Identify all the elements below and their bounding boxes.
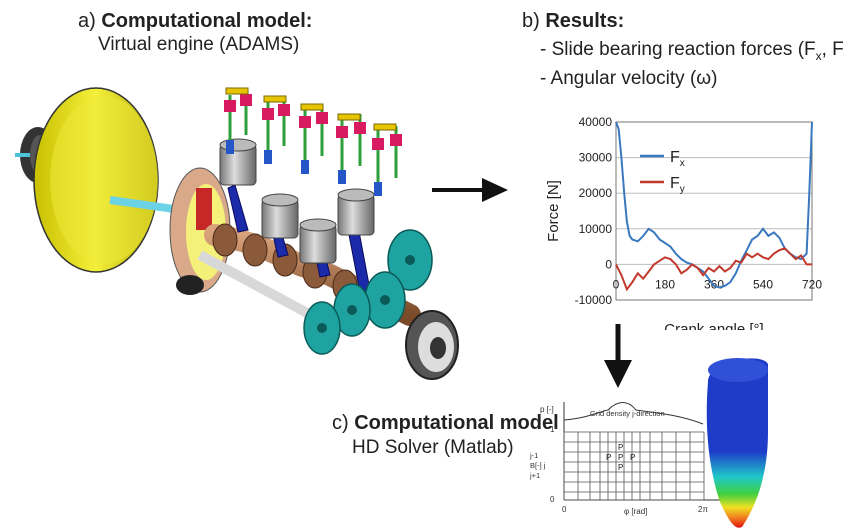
bullet-forces-sep: , F	[821, 39, 844, 60]
grid-y-top-label: p [-]	[540, 405, 554, 414]
chart-legend-label: Fy	[670, 175, 685, 195]
grid-row-label-3: j+1	[529, 471, 540, 480]
grid-density-curve	[563, 402, 704, 425]
section-b-bullet-forces: - Slide bearing reaction forces (Fx, Fy)	[540, 39, 844, 67]
grid-row-label-2: B[-] j	[530, 461, 546, 470]
grid-y-one-label: 1	[550, 425, 555, 434]
grid-mesh	[563, 431, 705, 501]
chart-legend-label: Fx	[670, 149, 685, 169]
chart-y-label: Force [N]	[545, 180, 562, 242]
chart-series-line-fx	[615, 121, 813, 289]
chart-y-tick-label: 20000	[579, 186, 613, 200]
section-a-subtitle: Virtual engine (ADAMS)	[98, 34, 300, 55]
grid-node-p4: P	[630, 453, 635, 462]
grid-y-zero-label: 0	[550, 495, 555, 504]
camshaft-shape	[197, 250, 323, 325]
section-a-title: Computational model:	[101, 10, 313, 32]
grid-row-label-1: j-1	[529, 451, 538, 460]
arrow-down-icon	[604, 324, 632, 388]
chart-plot-frame	[615, 121, 813, 301]
grid-node-p3: P	[618, 453, 623, 462]
chart-x-tick-label: 180	[655, 277, 675, 291]
section-b-heading: b) Results:	[522, 10, 624, 32]
section-c-heading: c) Computational model	[332, 412, 559, 434]
chart-x-tick-label: 720	[802, 277, 822, 291]
grid-x-zero-label: 0	[562, 505, 567, 514]
engine-illustration	[15, 87, 459, 380]
chart-x-label: Crank angle [°]	[664, 321, 763, 330]
section-b-title: Results:	[545, 10, 625, 32]
pressure-distribution-plot	[706, 358, 768, 528]
chart-legend-sub: y	[680, 184, 685, 195]
chart-series-group	[615, 121, 813, 292]
grid-x-end-label: 2π	[698, 505, 708, 514]
section-c-title: Computational model	[354, 412, 559, 434]
grid-curve-label: Grid density j-direction	[590, 409, 665, 418]
section-a-heading: a) Computational model:	[78, 10, 312, 32]
chart-x-tick-label: 540	[753, 277, 773, 291]
grid-node-p5: P	[618, 463, 623, 472]
chart-y-tick-label: -10000	[575, 293, 613, 307]
bullet-forces-x-sub: x	[815, 48, 822, 63]
chart-y-tick-label: 40000	[579, 115, 613, 129]
chart-y-ticks: 40000 30000 20000 10000 0 -10000	[575, 115, 613, 307]
chart-y-tick-label: 0	[605, 257, 612, 271]
arrow-right-icon	[432, 178, 508, 202]
section-b-prefix: b)	[522, 10, 546, 32]
section-b-bullet-velocity: - Angular velocity (ω)	[540, 68, 718, 89]
valve-train-shape	[224, 87, 402, 196]
chart-y-tick-label: 10000	[579, 222, 613, 236]
chart-series-line-fy	[615, 247, 812, 292]
bullet-forces-text: - Slide bearing reaction forces (F	[540, 39, 816, 60]
grid-node-p1: P	[618, 443, 623, 452]
section-a-prefix: a)	[78, 10, 102, 32]
section-c-prefix: c)	[332, 412, 355, 434]
chart-x-tick-label: 0	[613, 277, 620, 291]
grid-node-p2: P	[606, 453, 611, 462]
grid-x-label: φ [rad]	[624, 507, 647, 516]
chart-y-tick-label: 30000	[579, 151, 613, 165]
section-c-subtitle: HD Solver (Matlab)	[352, 437, 514, 458]
chart-legend-sub: x	[680, 158, 685, 169]
hd-solver-grid-diagram: p [-] 1 0 0 2π φ [rad] Grid density j-di…	[529, 402, 720, 516]
chart-grid	[616, 121, 812, 301]
